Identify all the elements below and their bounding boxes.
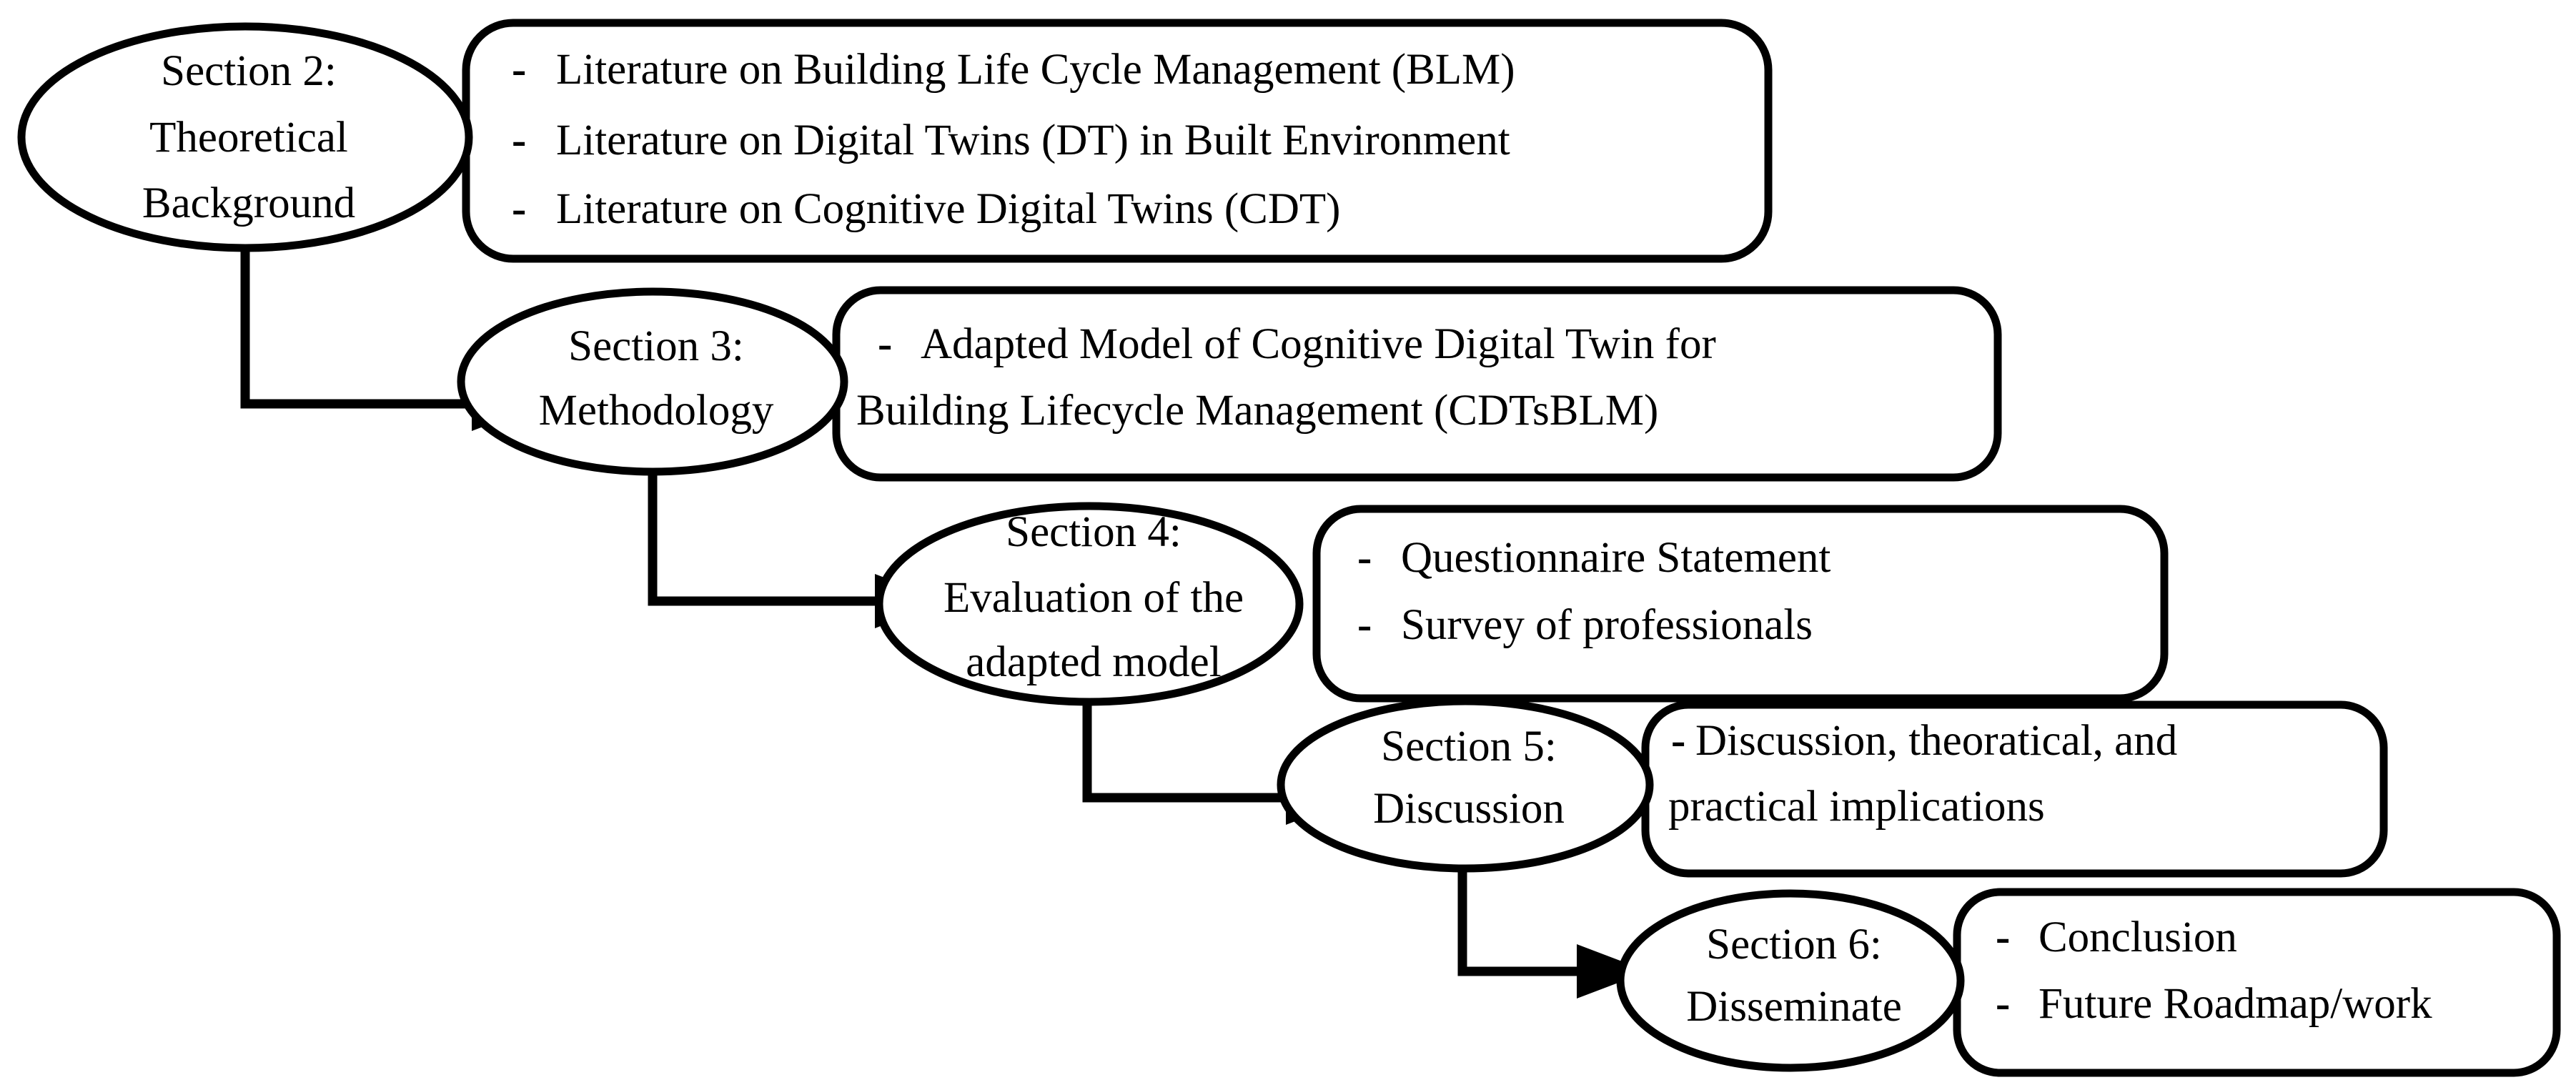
section4-bullet-1: - — [1357, 601, 1372, 649]
section3-bullet-0: - — [878, 320, 892, 368]
section3-detail-box[interactable] — [832, 286, 2002, 482]
section3-label-line-2: Methodology — [539, 387, 774, 435]
section3-item-0: Adapted Model of Cognitive Digital Twin … — [921, 320, 1716, 368]
node-section4[interactable]: Section 4: Evaluation of the adapted mod… — [875, 502, 2169, 706]
section6-item-0: Conclusion — [2038, 913, 2237, 961]
section2-bullet-0: - — [512, 46, 526, 94]
section4-ellipse[interactable] — [875, 502, 1304, 706]
section4-label-line-3: adapted model — [966, 638, 1221, 686]
section6-ellipse[interactable] — [1616, 889, 1965, 1072]
edge-section5-to-section6 — [1457, 868, 1648, 999]
section4-bullet-0: - — [1357, 534, 1372, 582]
section5-ellipse[interactable] — [1277, 697, 1654, 873]
section5-bullet-0: - — [1671, 717, 1685, 765]
node-section5[interactable]: Section 5: Discussion - Discussion, theo… — [1277, 697, 2388, 878]
section2-item-2: Literature on Cognitive Digital Twins (C… — [556, 185, 1341, 233]
section6-label-line-1: Section 6: — [1706, 921, 1882, 968]
section3-item-1: Building Lifecycle Management (CDTsBLM) — [856, 387, 1658, 435]
section2-bullet-2: - — [512, 185, 526, 233]
section2-bullet-1: - — [512, 117, 526, 164]
section5-item-1: practical implications — [1668, 783, 2045, 831]
section2-ellipse[interactable] — [17, 22, 473, 252]
section6-label-line-2: Disseminate — [1686, 983, 1902, 1031]
section2-item-1: Literature on Digital Twins (DT) in Buil… — [556, 117, 1510, 164]
section2-label-line-3: Background — [142, 179, 355, 227]
section2-label-line-2: Theoretical — [149, 114, 348, 162]
section5-label-line-1: Section 5: — [1381, 723, 1557, 771]
section4-item-1: Survey of professionals — [1401, 601, 1813, 649]
section4-label-line-2: Evaluation of the — [943, 574, 1244, 622]
section6-bullet-0: - — [1996, 913, 2010, 961]
section3-ellipse[interactable] — [457, 287, 848, 476]
section2-label-line-1: Section 2: — [161, 47, 337, 95]
node-section2[interactable]: Section 2: Theoretical Background - Lite… — [17, 19, 1773, 263]
section3-label-line-1: Section 3: — [568, 322, 744, 370]
section6-item-1: Future Roadmap/work — [2038, 980, 2432, 1028]
section4-item-0: Questionnaire Statement — [1401, 534, 1831, 582]
section4-label-line-1: Section 4: — [1006, 508, 1182, 556]
section4-detail-box[interactable] — [1312, 505, 2169, 703]
section6-bullet-1: - — [1996, 980, 2010, 1028]
node-section6[interactable]: Section 6: Disseminate - Conclusion - Fu… — [1616, 888, 2561, 1077]
section2-item-0: Literature on Building Life Cycle Manage… — [556, 46, 1515, 94]
section5-item-0: Discussion, theoratical, and — [1695, 717, 2177, 765]
section5-label-line-2: Discussion — [1373, 785, 1565, 833]
node-section3[interactable]: Section 3: Methodology - Adapted Model o… — [457, 286, 2002, 482]
